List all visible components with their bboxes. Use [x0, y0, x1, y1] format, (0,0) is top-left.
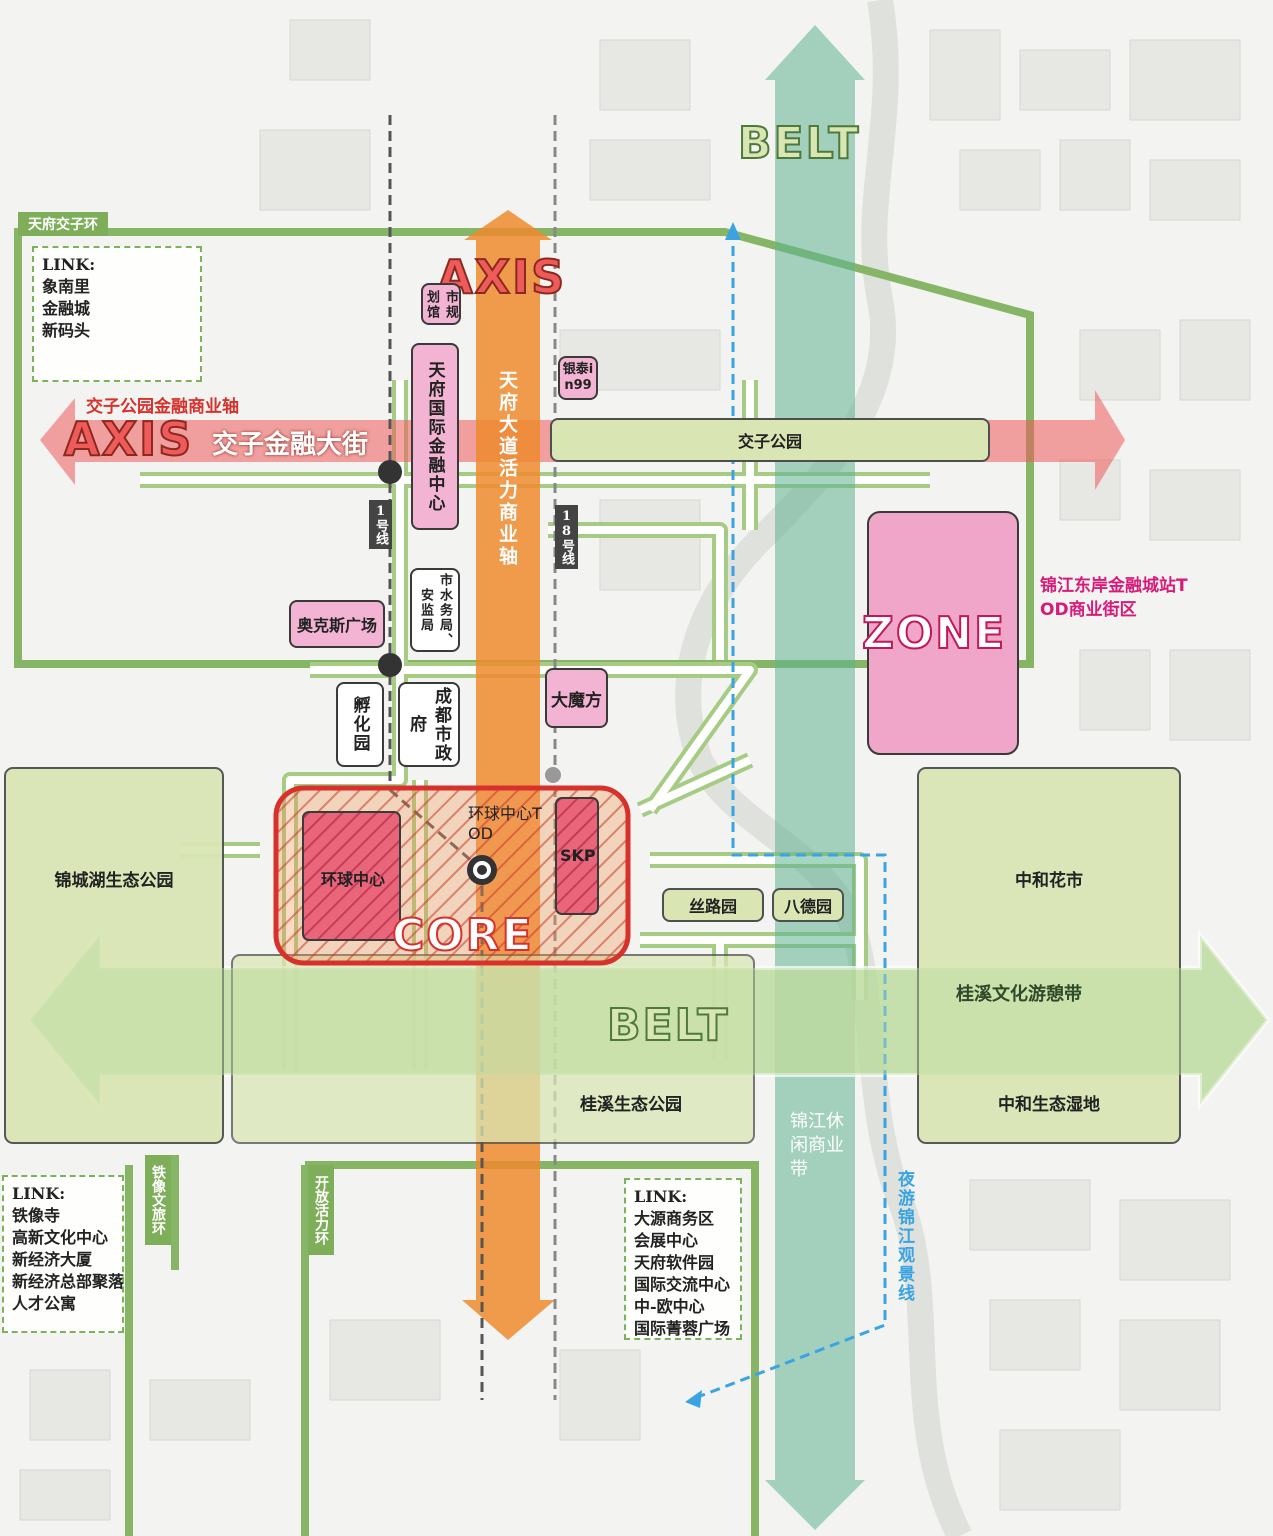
- jinjiang-east-district: 锦江东岸金融城站TOD商业街区: [1040, 576, 1188, 620]
- tod-label: 环球中心TOD: [468, 804, 542, 843]
- link-item: 新码头: [42, 321, 91, 340]
- link-box-se: LINK: 大源商务区 会展中心 天府软件园 国际交流中心 中-欧中心 国际菁蓉…: [624, 1178, 742, 1340]
- jiaozi-street-label: 交子金融大街: [212, 430, 369, 460]
- open-ring: [301, 1161, 759, 1536]
- guixi-belt-overlay: [30, 935, 1268, 1105]
- night-tour-label: 夜游锦江观景线: [894, 1170, 914, 1303]
- tiexiang-ring-label: 铁像文旅环: [145, 1155, 171, 1245]
- big-cube[interactable]: 大魔方: [545, 668, 608, 728]
- link-title: LINK:: [634, 1187, 688, 1206]
- tianfu-axis-label: 天府大道活力商业轴: [496, 370, 518, 568]
- link-title: LINK:: [12, 1184, 66, 1203]
- station-tod-dot: [477, 865, 487, 875]
- guixi-eco-park[interactable]: 桂溪生态公园: [580, 1095, 682, 1115]
- night-tour-arrow-tail: [685, 1390, 702, 1408]
- city-blocks: [19, 19, 1251, 1521]
- link-item: 新经济大厦: [12, 1250, 93, 1269]
- station-jiaozi: [378, 460, 402, 484]
- link-item: 国际交流中心: [634, 1275, 731, 1294]
- metro-line-1-label: 1号线: [369, 500, 392, 549]
- open-ring-label: 开放活力环: [308, 1165, 334, 1255]
- link-title: LINK:: [42, 255, 96, 274]
- link-item: 人才公寓: [12, 1294, 77, 1313]
- zone-block: [867, 511, 1019, 755]
- skp-label[interactable]: SKP: [560, 846, 596, 865]
- link-item: 金融城: [42, 299, 91, 318]
- night-tour-arrow-head: [725, 222, 741, 240]
- incubator-park[interactable]: 孵化园: [336, 682, 384, 767]
- belt-word-bottom: BELT: [606, 999, 730, 1052]
- link-item: 天府软件园: [634, 1253, 715, 1272]
- city-government[interactable]: 成都市政府: [398, 682, 460, 767]
- zone-word: ZONE: [861, 607, 1007, 660]
- link-item: 高新文化中心: [12, 1228, 109, 1247]
- park-zhonghe: [917, 767, 1181, 1144]
- link-item: 会展中心: [634, 1231, 699, 1250]
- link-item: 国际菁蓉广场: [634, 1319, 731, 1338]
- jinjiang-leisure-belt: 锦江休闲商业带: [790, 1111, 844, 1180]
- link-item: 中-欧中心: [634, 1297, 705, 1316]
- jinjiang-river: [675, 0, 972, 1536]
- silk-road-garden[interactable]: 丝路园: [662, 888, 764, 922]
- water-bureau[interactable]: 市水务局、安监局: [410, 568, 460, 652]
- jiaozi-axis-word: AXIS: [63, 411, 194, 467]
- station-oaks: [378, 653, 402, 677]
- park-jincheng-lake: [4, 767, 224, 1144]
- link-box-nw: LINK: 象南里 金融城 新码头: [32, 246, 202, 382]
- zhonghe-wetland[interactable]: 中和生态湿地: [998, 1095, 1100, 1115]
- link-item: 铁像寺: [12, 1206, 61, 1225]
- jincheng-lake-park[interactable]: 锦城湖生态公园: [54, 871, 174, 891]
- jiaozi-axis-caption: 交子公园金融商业轴: [86, 397, 239, 417]
- tianfu-ring: [14, 228, 1034, 668]
- skp-block: [555, 797, 599, 915]
- night-tour-line: [689, 230, 887, 1402]
- ifc-tower[interactable]: 天府国际金融中心: [411, 343, 459, 530]
- jinjiang-belt-arrow: [765, 25, 865, 1530]
- link-box-sw: LINK: 铁像寺 高新文化中心 新经济大厦 新经济总部聚落 人才公寓: [2, 1175, 124, 1333]
- jiaozi-park[interactable]: 交子公园: [550, 418, 990, 462]
- planning-hall[interactable]: 市规划馆: [421, 283, 461, 325]
- zhonghe-flower-market[interactable]: 中和花市: [1015, 871, 1083, 891]
- belt-word-top: BELT: [737, 117, 861, 170]
- oaks-plaza[interactable]: 奥克斯广场: [289, 600, 385, 648]
- metro-line-18-label: 18号线: [555, 505, 578, 569]
- station-18: [545, 767, 561, 783]
- link-item: 新经济总部聚落: [12, 1272, 125, 1291]
- link-item: 象南里: [42, 277, 91, 296]
- core-word: CORE: [391, 909, 534, 962]
- guixi-culture-belt: 桂溪文化游憩带: [956, 984, 1082, 1005]
- tiexiang-ring: [125, 1155, 179, 1536]
- yintai-in99[interactable]: 银泰in99: [558, 356, 598, 400]
- bade-garden[interactable]: 八德园: [772, 888, 844, 922]
- global-center-block: [302, 811, 401, 941]
- link-item: 大源商务区: [634, 1209, 715, 1228]
- tianfu-ring-label: 天府交子环: [18, 212, 108, 236]
- global-center-label[interactable]: 环球中心: [320, 870, 385, 889]
